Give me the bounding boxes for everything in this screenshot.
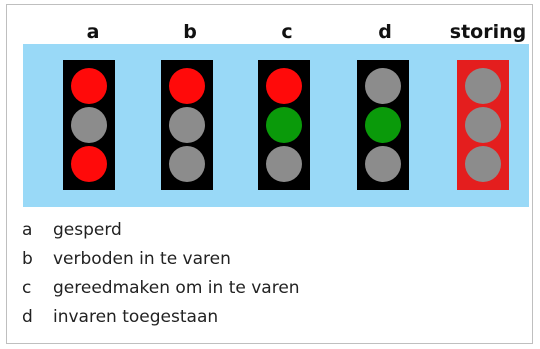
traffic-light-storing <box>457 60 509 190</box>
legend-text: gereedmaken om in te varen <box>53 278 300 298</box>
legend-text: gesperd <box>53 220 122 240</box>
lamp-top-off <box>465 68 501 104</box>
lamp-top-red <box>71 68 107 104</box>
legend-item-a: a gesperd <box>22 216 300 245</box>
lamp-bottom-off <box>365 146 401 182</box>
legend: a gesperd b verboden in te varen c gereedma… <box>22 216 300 332</box>
signal-label-d: d <box>378 21 392 43</box>
legend-key: c <box>22 278 32 298</box>
lamp-bottom-off <box>169 146 205 182</box>
signal-label-c: c <box>281 21 293 43</box>
traffic-light-c <box>258 60 310 190</box>
traffic-light-b <box>161 60 213 190</box>
signal-label-a: a <box>86 21 100 43</box>
lamp-bottom-off <box>465 146 501 182</box>
signal-header-row: a b c d storing <box>0 20 540 44</box>
lamp-bottom-red <box>71 146 107 182</box>
traffic-light-d <box>357 60 409 190</box>
legend-item-d: d invaren toegestaan <box>22 303 300 332</box>
lamp-middle-green <box>365 107 401 143</box>
lamp-top-red <box>266 68 302 104</box>
traffic-light-a <box>63 60 115 190</box>
signal-panel <box>23 44 529 207</box>
signal-label-b: b <box>183 21 197 43</box>
lamp-bottom-off <box>266 146 302 182</box>
legend-text: invaren toegestaan <box>53 307 219 327</box>
lamp-top-red <box>169 68 205 104</box>
lamp-top-off <box>365 68 401 104</box>
lamp-middle-green <box>266 107 302 143</box>
legend-text: verboden in te varen <box>53 249 231 269</box>
legend-item-b: b verboden in te varen <box>22 245 300 274</box>
legend-item-c: c gereedmaken om in te varen <box>22 274 300 303</box>
lamp-middle-off <box>465 107 501 143</box>
legend-key: a <box>22 220 33 240</box>
legend-key: b <box>22 249 33 269</box>
legend-key: d <box>22 307 33 327</box>
lamp-middle-off <box>71 107 107 143</box>
signal-label-storing: storing <box>449 21 527 43</box>
lamp-middle-off <box>169 107 205 143</box>
